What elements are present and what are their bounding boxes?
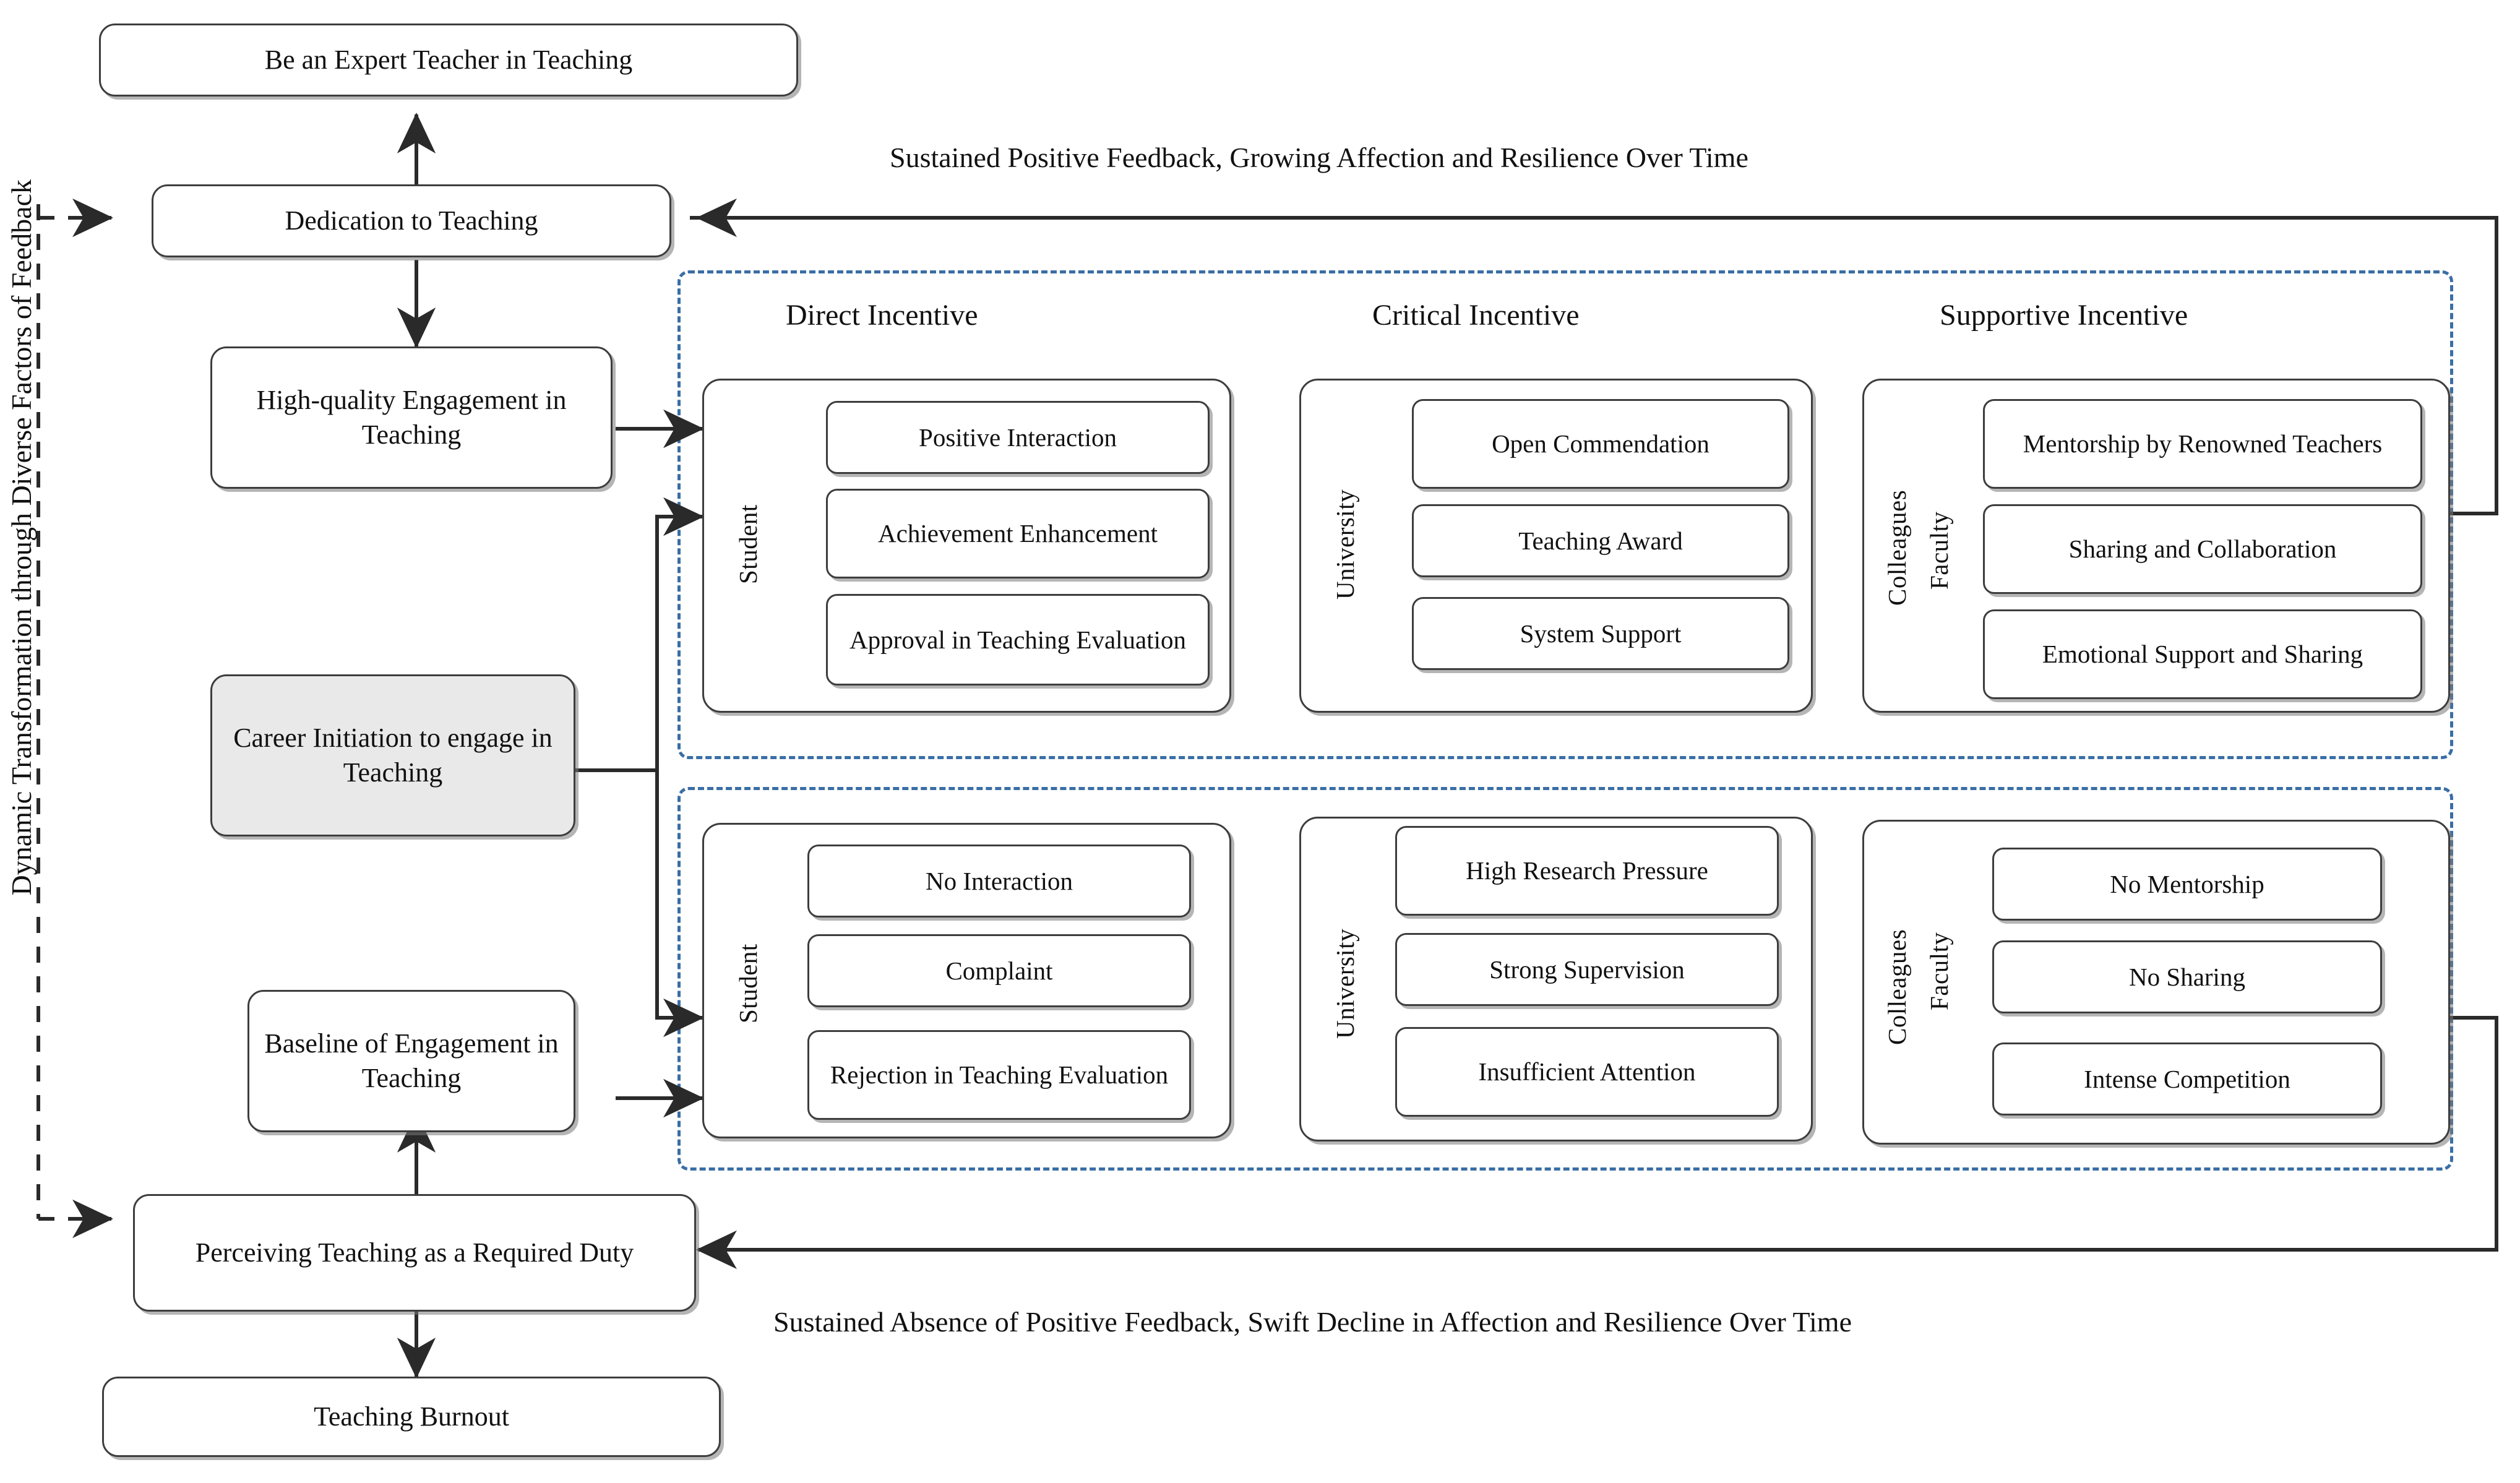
chip-strong-supervision[interactable]: Strong Supervision (1395, 933, 1779, 1006)
node-baseline-of-engagement[interactable]: Baseline of Engagement in Teaching (247, 990, 575, 1132)
node-be-an-expert-teacher[interactable]: Be an Expert Teacher in Teaching (99, 24, 798, 97)
chip-mentorship-by-renowned-teachers[interactable]: Mentorship by Renowned Teachers (1983, 399, 2422, 489)
chip-approval-in-teaching-evaluation[interactable]: Approval in Teaching Evaluation (826, 594, 1210, 686)
group-heading-direct-incentive: Direct Incentive (786, 299, 978, 332)
top-caption: Sustained Positive Feedback, Growing Aff… (890, 142, 1748, 173)
group-heading-critical-incentive: Critical Incentive (1372, 299, 1580, 332)
chip-no-sharing[interactable]: No Sharing (1992, 940, 2382, 1013)
chip-complaint[interactable]: Complaint (807, 934, 1191, 1007)
chip-achievement-enhancement[interactable]: Achievement Enhancement (826, 489, 1210, 578)
chip-rejection-in-teaching-evaluation[interactable]: Rejection in Teaching Evaluation (807, 1030, 1191, 1120)
chip-positive-interaction[interactable]: Positive Interaction (826, 401, 1210, 474)
chip-intense-competition[interactable]: Intense Competition (1992, 1042, 2382, 1115)
chip-system-support[interactable]: System Support (1412, 597, 1789, 670)
node-perceiving-teaching-as-duty[interactable]: Perceiving Teaching as a Required Duty (133, 1194, 696, 1312)
actor-label-positive-university: University (1331, 489, 1359, 600)
actor-label-positive-colleagues: Colleagues (1883, 489, 1911, 606)
actor-label-negative-colleagues: Colleagues (1883, 929, 1911, 1045)
actor-label-negative-student: Student (734, 944, 762, 1024)
chip-insufficient-attention[interactable]: Insufficient Attention (1395, 1027, 1779, 1117)
chip-high-research-pressure[interactable]: High Research Pressure (1395, 826, 1779, 916)
node-high-quality-engagement[interactable]: High-quality Engagement in Teaching (210, 346, 613, 489)
actor-label-positive-faculty: Faculty (1925, 511, 1953, 590)
chip-no-interaction[interactable]: No Interaction (807, 845, 1191, 918)
node-career-initiation[interactable]: Career Initiation to engage in Teaching (210, 674, 575, 836)
actor-label-negative-university: University (1331, 928, 1359, 1039)
left-axis-label: Dynamic Transformation through Diverse F… (6, 179, 37, 896)
actor-label-positive-student: Student (734, 504, 762, 585)
actor-label-negative-faculty: Faculty (1925, 932, 1953, 1011)
bottom-caption: Sustained Absence of Positive Feedback, … (773, 1306, 1852, 1338)
group-heading-supportive-incentive: Supportive Incentive (1940, 299, 2188, 332)
chip-emotional-support-and-sharing[interactable]: Emotional Support and Sharing (1983, 609, 2422, 699)
chip-teaching-award[interactable]: Teaching Award (1412, 504, 1789, 577)
node-teaching-burnout[interactable]: Teaching Burnout (102, 1377, 721, 1457)
chip-open-commendation[interactable]: Open Commendation (1412, 399, 1789, 489)
node-dedication-to-teaching[interactable]: Dedication to Teaching (152, 184, 671, 257)
chip-no-mentorship[interactable]: No Mentorship (1992, 848, 2382, 921)
chip-sharing-and-collaboration[interactable]: Sharing and Collaboration (1983, 504, 2422, 594)
